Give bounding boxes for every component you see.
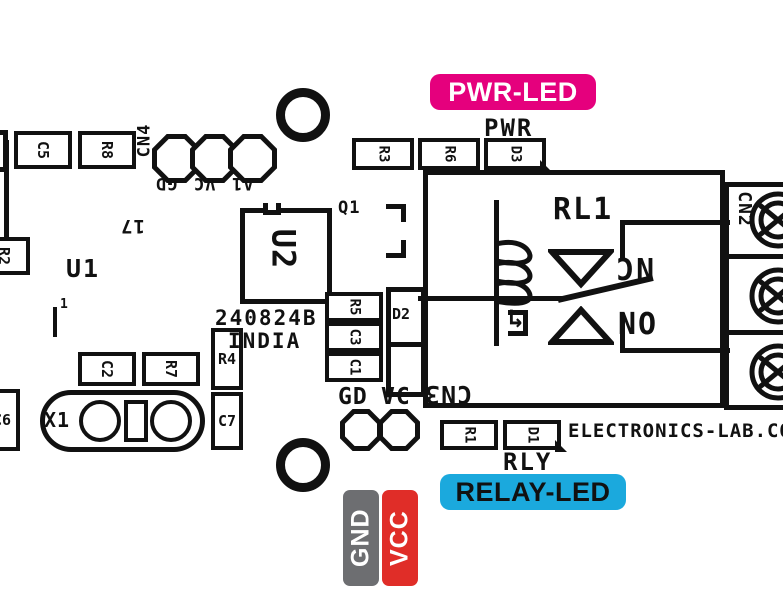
cn3-pinlabel-vc: VC <box>381 384 411 410</box>
footprint-x1-crystal <box>40 390 205 452</box>
cn4-pad-a1 <box>228 134 277 183</box>
silk-label-u2: U2 <box>264 228 303 270</box>
relay-no-wire-vertical <box>620 313 625 353</box>
callout-label-vcc: VCC <box>385 510 414 566</box>
pad-label-r8: R8 <box>98 140 116 160</box>
relay-label-no: NO <box>618 307 659 342</box>
pad-c2: C2 <box>78 352 136 386</box>
cn2-divider-2 <box>728 330 783 335</box>
pad-label-d2: D2 <box>392 305 411 323</box>
relay-no-wire-horizontal <box>620 348 730 353</box>
silk-label-x1: X1 <box>44 408 71 432</box>
q1-corner-bottom <box>386 240 406 258</box>
pad-label-r4: R4 <box>217 350 237 368</box>
callout-badge-gnd: GND <box>343 490 379 586</box>
silk-origin: INDIA <box>228 329 302 353</box>
pad-d3: D3 <box>484 138 546 170</box>
pad-label-r1: R1 <box>460 426 477 444</box>
pad-c6: C6 <box>0 389 20 451</box>
relay-nc-arrow-icon <box>548 249 614 289</box>
pad-label-c5: C5 <box>34 140 52 160</box>
relay-coil-stem <box>494 200 499 346</box>
cn2-divider-1 <box>728 254 783 259</box>
pad-r7: R7 <box>142 352 200 386</box>
cn3-pad-vc <box>378 409 420 451</box>
x1-pad-center <box>124 400 148 442</box>
relay-nc-wire-vertical <box>620 220 625 260</box>
pad-r3: R3 <box>352 138 414 170</box>
silk-label-q1: Q1 <box>338 198 361 218</box>
d1-polarity-notch <box>555 440 567 452</box>
pad-label-r7: R7 <box>162 359 180 379</box>
callout-label-pwr-led: PWR-LED <box>448 76 578 107</box>
d2-polarity-mark: ▲ <box>384 389 391 400</box>
silk-board-marking: 17 <box>120 215 145 237</box>
callout-label-gnd: GND <box>346 508 375 568</box>
pin1-tick-u1 <box>53 307 57 337</box>
mounting-hole-bottom <box>276 438 330 492</box>
pad-label-r2: R2 <box>0 246 13 266</box>
cn3-pad-gd <box>340 409 382 451</box>
pad-label-c2: C2 <box>98 359 116 379</box>
cn3-pinlabel-gd: GD <box>338 384 368 410</box>
pad-label-r6: R6 <box>440 145 457 163</box>
x1-pad-left <box>79 400 121 442</box>
cn4-pinlabel-a1: A1 <box>231 173 254 193</box>
pad-r8: R8 <box>78 131 136 169</box>
footprint-u2 <box>240 208 332 304</box>
silk-label-rl1: RL1 <box>553 192 614 227</box>
cn2-screw-2-icon <box>749 267 783 325</box>
silk-label-cn4: CN4 <box>134 123 155 158</box>
footprint-rl1-relay <box>423 170 725 408</box>
cn4-pinlabel-gd: GD <box>155 173 178 193</box>
pad-r1: R1 <box>440 420 498 450</box>
callout-label-relay-led: RELAY-LED <box>455 476 611 507</box>
pad-c5: C5 <box>14 131 72 169</box>
pad-c3: C3 <box>325 322 383 352</box>
callout-badge-relay-led: RELAY-LED <box>440 474 626 510</box>
pad-r4: R4 <box>211 328 243 390</box>
x1-pad-right <box>150 400 192 442</box>
relay-nc-wire-horizontal <box>620 220 730 225</box>
cn4-pinlabel-vc: VC <box>193 173 216 193</box>
relay-label-nc: NC <box>614 250 655 285</box>
pad-label-c6: C6 <box>0 411 12 429</box>
silk-label-pwr: PWR <box>484 114 534 142</box>
callout-badge-pwr-led: PWR-LED <box>430 74 596 110</box>
callout-badge-vcc: VCC <box>382 490 418 586</box>
footprint-cn2-terminal <box>724 182 783 410</box>
pin1-number-u1: 1 <box>60 297 68 312</box>
pad-label-c7: C7 <box>217 412 237 430</box>
silk-label-u1: U1 <box>66 254 101 283</box>
pad-label-d1: D1 <box>523 426 540 444</box>
silk-brand-text: ELECTRONICS-LAB.CO <box>568 420 783 442</box>
pad-r2: R2 <box>0 237 30 275</box>
u2-notch <box>263 203 281 215</box>
mounting-hole-top <box>276 88 330 142</box>
pad-d1: D1 <box>503 420 561 450</box>
pad-label-c3: C3 <box>345 328 362 346</box>
pad-c7: C7 <box>211 392 243 450</box>
cn2-screw-3-icon <box>749 343 783 401</box>
pad-c1: C1 <box>325 352 383 382</box>
relay-no-arrow-icon <box>548 306 614 345</box>
pad-label-d3: D3 <box>506 145 523 163</box>
pad-label-r5: R5 <box>345 298 362 316</box>
silk-label-rly: RLY <box>503 448 553 476</box>
silk-line-left-vertical <box>4 140 9 260</box>
relay-common-wire <box>418 296 564 301</box>
q1-corner-top <box>386 204 406 222</box>
silk-date-code: 240824B <box>215 306 318 330</box>
pad-r6: R6 <box>418 138 480 170</box>
pad-label-c1: C1 <box>345 358 362 376</box>
relay-common-c-shape <box>508 310 528 336</box>
cn2-screw-1-icon <box>749 191 783 249</box>
pad-label-r3: R3 <box>374 145 391 163</box>
relay-switch-arm <box>557 275 654 303</box>
pad-r5: R5 <box>325 292 383 322</box>
